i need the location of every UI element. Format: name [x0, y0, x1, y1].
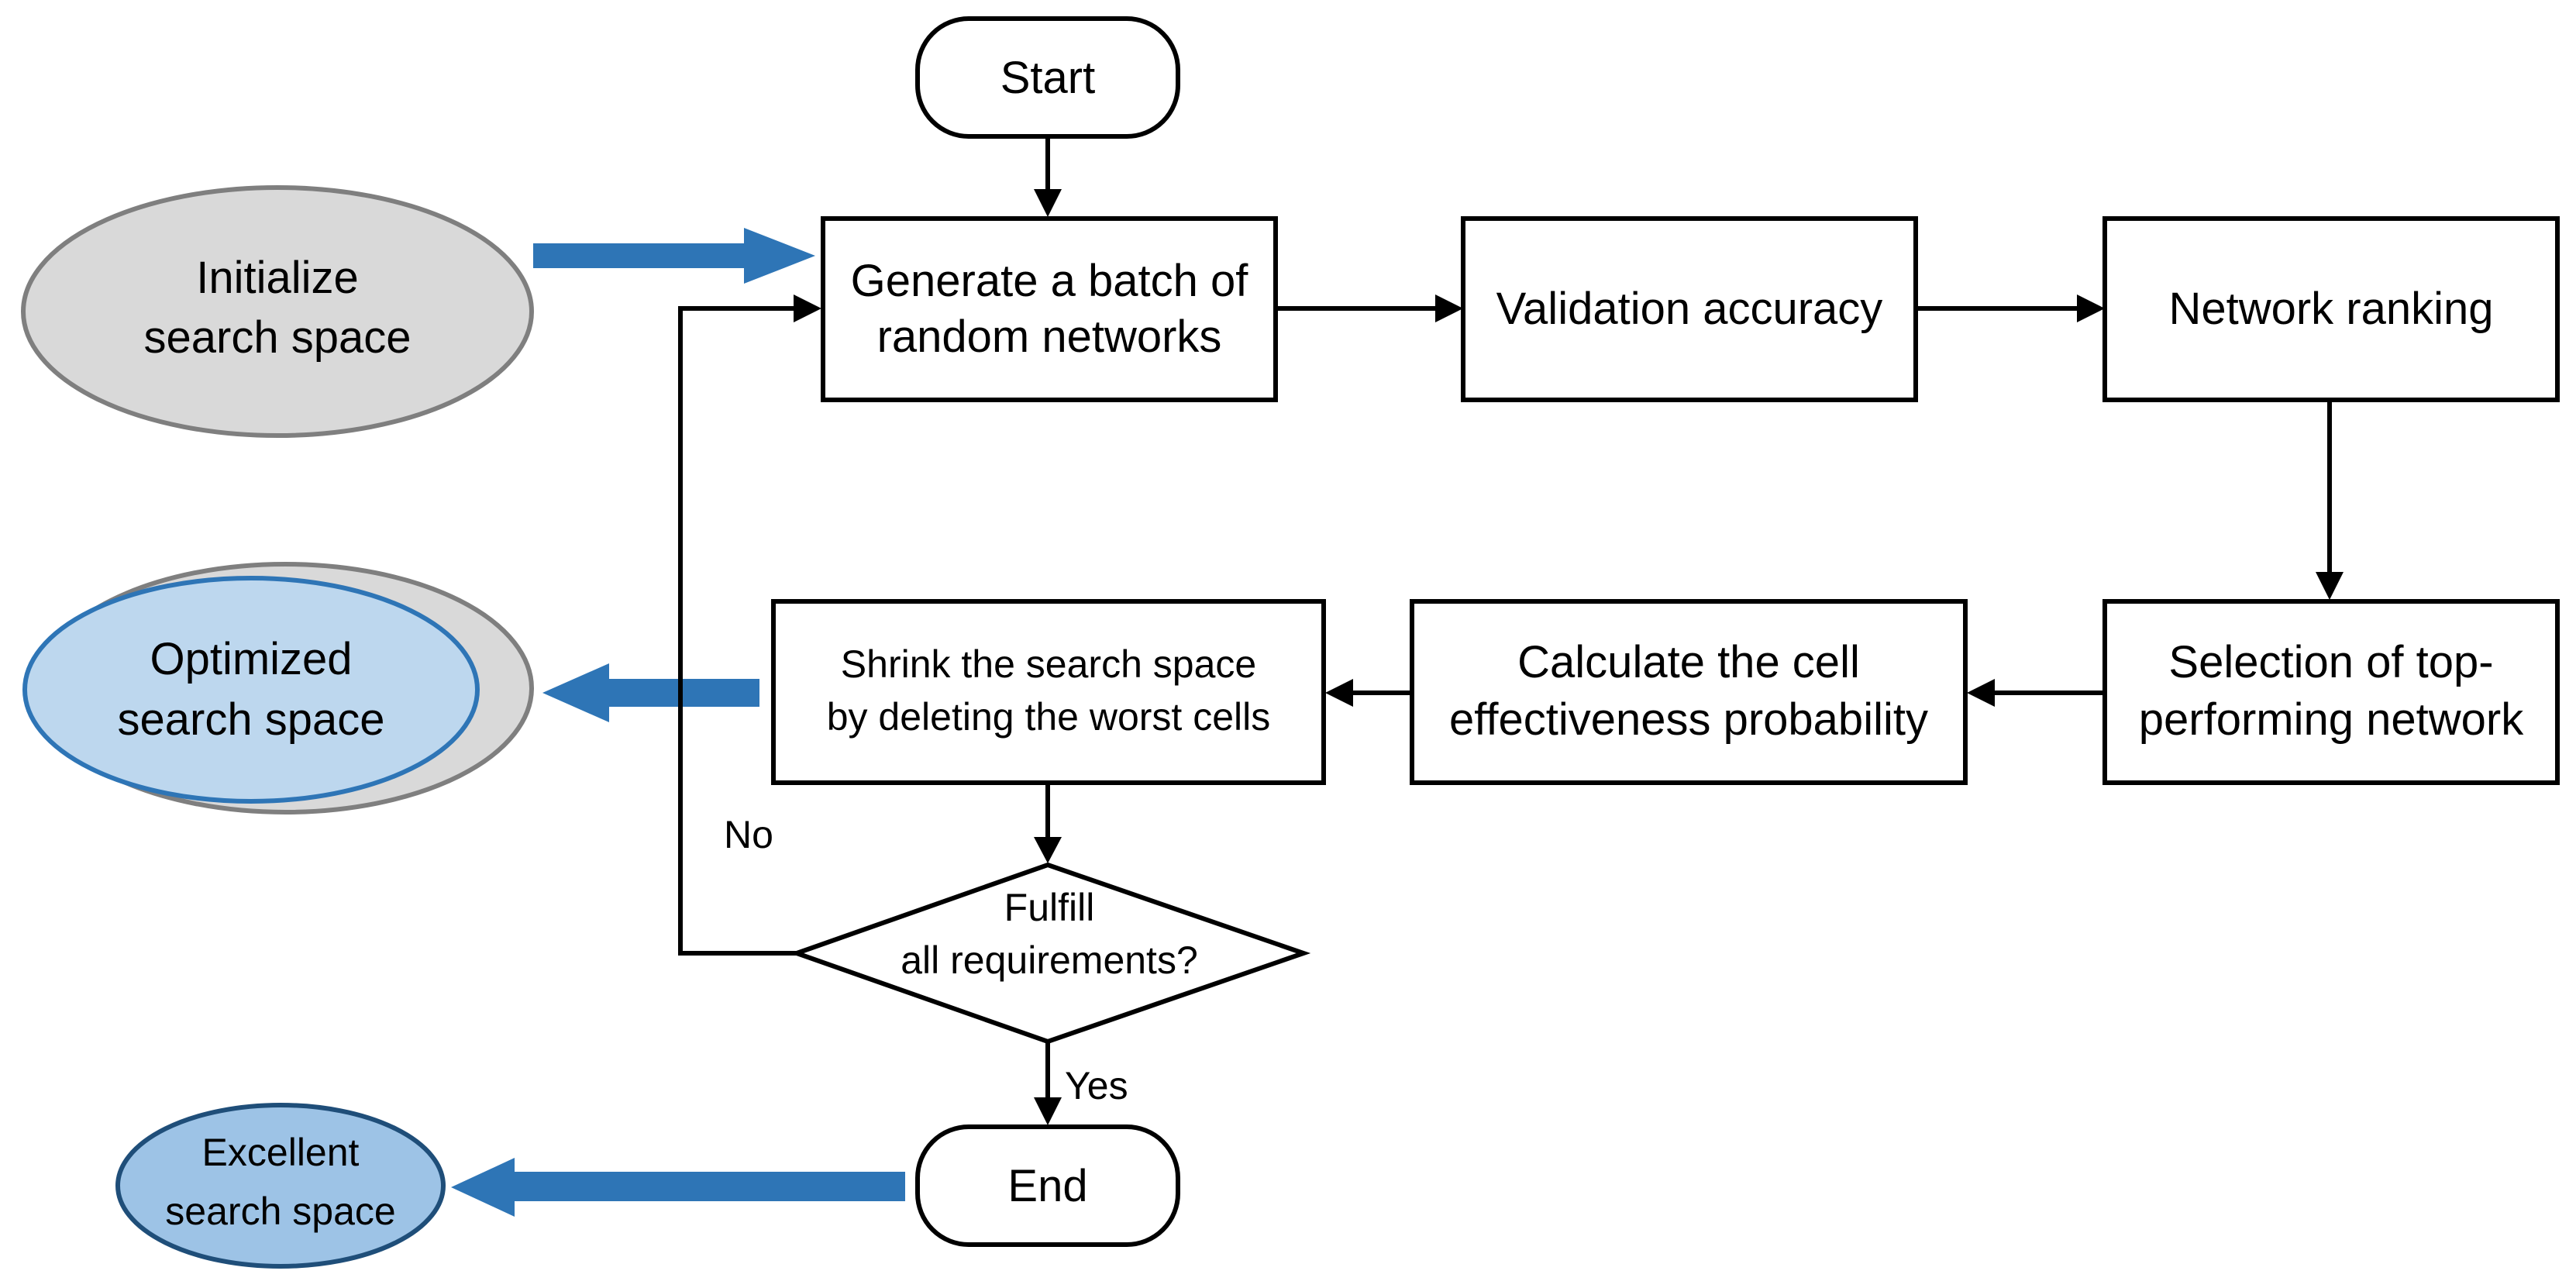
excellent-ellipse-shape — [115, 1103, 446, 1269]
optimized-label-line-2: search space — [118, 694, 385, 745]
selection-label-line-1: Selection of top- — [2168, 637, 2493, 687]
shrink-box — [771, 599, 1326, 785]
end-node: End — [915, 1124, 1180, 1247]
shrink-search-space-node: Shrink the search space by deleting the … — [771, 599, 1326, 785]
calculate-label-line-1: Calculate the cell — [1517, 637, 1860, 687]
connector-validation-to-ranking — [1916, 294, 2105, 322]
ranking-box — [2102, 216, 2560, 402]
validation-label: Validation accuracy — [1496, 284, 1883, 334]
decision-diamond-shape — [789, 862, 1311, 1045]
initialize-label-line-1: Initialize — [196, 253, 359, 303]
start-terminal-shape — [915, 16, 1180, 139]
generate-label-line-2: random networks — [877, 312, 1222, 362]
blue-arrow-end-to-excellent — [451, 1158, 905, 1217]
calculate-probability-node: Calculate the cell effectiveness probabi… — [1410, 599, 1968, 785]
optimized-search-space-node: Optimized search space — [22, 562, 534, 814]
connector-ranking-to-selection — [2316, 400, 2344, 600]
shrink-label-line-1: Shrink the search space — [841, 642, 1256, 686]
edge-label-no: No — [724, 813, 773, 856]
start-node: Start — [915, 16, 1180, 139]
selection-box — [2102, 599, 2560, 785]
selection-top-network-node: Selection of top- performing network — [2102, 599, 2560, 785]
shrink-label-line-2: by deleting the worst cells — [827, 695, 1271, 739]
initialize-label-line-2: search space — [144, 312, 412, 363]
connector-selection-to-calculate — [1967, 679, 2105, 707]
excellent-label-line-2: search space — [165, 1190, 395, 1233]
edge-label-yes: Yes — [1065, 1064, 1128, 1107]
initialize-ellipse-shape — [21, 185, 534, 438]
start-label: Start — [1000, 53, 1096, 103]
validation-accuracy-node: Validation accuracy — [1461, 216, 1918, 402]
generate-label-line-1: Generate a batch of — [851, 256, 1249, 306]
excellent-label-line-1: Excellent — [202, 1131, 360, 1174]
ranking-label: Network ranking — [2168, 284, 2493, 334]
connector-decision-no-loop — [678, 294, 821, 956]
end-terminal-shape — [915, 1124, 1180, 1247]
optimized-ellipse-shape — [22, 576, 480, 804]
calculate-label-line-2: effectiveness probability — [1449, 694, 1928, 745]
decision-label-line-1: Fulfill — [1004, 886, 1095, 929]
network-ranking-node: Network ranking — [2102, 216, 2560, 402]
decision-node: Fulfill all requirements? — [789, 862, 1311, 1045]
generate-networks-node: Generate a batch of random networks — [821, 216, 1278, 402]
end-label: End — [1007, 1161, 1087, 1211]
excellent-search-space-node: Excellent search space — [115, 1103, 446, 1269]
generate-box — [821, 216, 1278, 402]
connector-start-to-generate — [1034, 138, 1062, 217]
initialize-search-space-node: Initialize search space — [21, 185, 534, 438]
connector-decision-yes-to-end — [1034, 1043, 1062, 1125]
selection-label-line-2: performing network — [2139, 694, 2524, 745]
connector-shrink-to-decision — [1034, 783, 1062, 863]
connector-calculate-to-shrink — [1325, 679, 1412, 707]
connector-generate-to-validation — [1276, 294, 1463, 322]
calculate-box — [1410, 599, 1968, 785]
optimized-label-line-1: Optimized — [150, 634, 352, 684]
blue-arrow-initialize-to-generate — [533, 228, 815, 284]
decision-label-line-2: all requirements? — [901, 938, 1198, 982]
blue-arrow-shrink-to-optimized — [542, 663, 759, 722]
validation-box — [1461, 216, 1918, 402]
